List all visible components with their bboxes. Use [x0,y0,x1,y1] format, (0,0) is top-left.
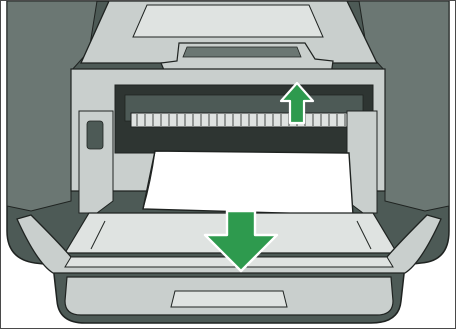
jammed-paper-sheet [143,151,353,215]
left-bracket-slot [87,121,103,149]
roller-bar [131,113,359,127]
top-cover-window [133,5,323,37]
bottom-tray-grip [171,291,287,307]
top-cover-handle-grip [183,47,301,57]
